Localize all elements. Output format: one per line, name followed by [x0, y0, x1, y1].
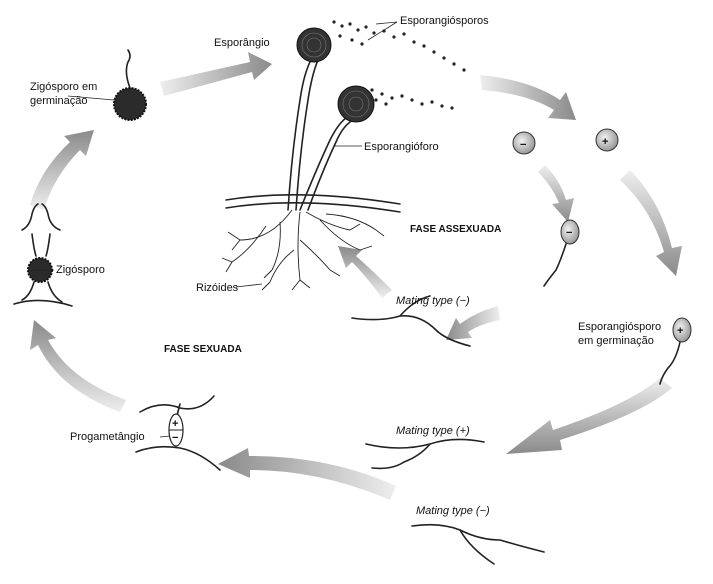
label-fase-sexuada: FASE SEXUADA	[164, 344, 242, 355]
substrate-top	[225, 194, 401, 205]
symbol-minus-germ: −	[566, 227, 572, 239]
label-esporangiosporo-germ-2: em germinação	[578, 335, 654, 347]
germinating-plus-spore	[659, 317, 692, 385]
spore-dots	[332, 20, 466, 110]
label-progametangio: Progametângio	[70, 431, 145, 443]
symbol-plus-germ: +	[677, 325, 683, 337]
leader-lines	[30, 21, 398, 438]
arrow-to-rhizoids	[338, 246, 392, 298]
arrow-spores-to-mating	[480, 75, 576, 120]
symbol-plus-progametangio: +	[172, 418, 178, 430]
arrow-minus-down	[538, 165, 574, 222]
label-mating-plus: Mating type (+)	[396, 425, 470, 437]
hyphae-mating-plus	[365, 438, 485, 470]
spore-minus	[512, 131, 536, 155]
rhizoids	[221, 209, 385, 291]
cycle-arrows	[30, 52, 682, 500]
label-zigosporo: Zigósporo	[56, 264, 105, 276]
sporangiophores	[287, 57, 351, 211]
substrate-bottom	[225, 202, 401, 213]
arrow-left-up	[30, 320, 126, 412]
arrow-left-up-2	[30, 130, 94, 210]
arrow-right-to-bottom	[506, 378, 672, 454]
zygospore-structure	[13, 203, 73, 307]
arrow-bottom-left	[218, 448, 396, 500]
zygospore-germinating	[113, 49, 147, 121]
arrow-right-down	[620, 170, 682, 276]
arrow-mating-minus-left	[446, 306, 500, 340]
hyphae-mating-minus-top	[351, 295, 471, 347]
label-esporangio: Esporângio	[214, 37, 270, 49]
label-mating-minus-top: Mating type (−)	[396, 295, 470, 307]
symbol-minus-progametangio: −	[172, 432, 178, 444]
label-rizoides: Rizóides	[196, 282, 239, 294]
arrow-zygospore-to-sporangium	[160, 52, 272, 96]
label-esporangiosporos: Esporangiósporos	[400, 15, 489, 27]
progametangia	[135, 395, 221, 471]
germinating-minus-spore	[543, 219, 580, 287]
label-esporangioforo: Esporangióforo	[364, 141, 439, 153]
sporangium-middle	[337, 85, 375, 123]
label-zigosporo-germinacao-2: germinação	[30, 95, 87, 107]
label-zigosporo-germinacao-1: Zigósporo em	[30, 81, 97, 93]
label-mating-minus-bottom: Mating type (−)	[416, 505, 490, 517]
label-esporangiosporo-germ-1: Esporangiósporo	[578, 321, 661, 333]
symbol-plus-spore: +	[602, 136, 608, 148]
hyphae-mating-minus-bottom	[411, 523, 545, 565]
label-fase-assexuada: FASE ASSEXUADA	[410, 224, 501, 235]
symbol-minus-spore: −	[520, 139, 526, 151]
spore-plus	[595, 128, 619, 152]
